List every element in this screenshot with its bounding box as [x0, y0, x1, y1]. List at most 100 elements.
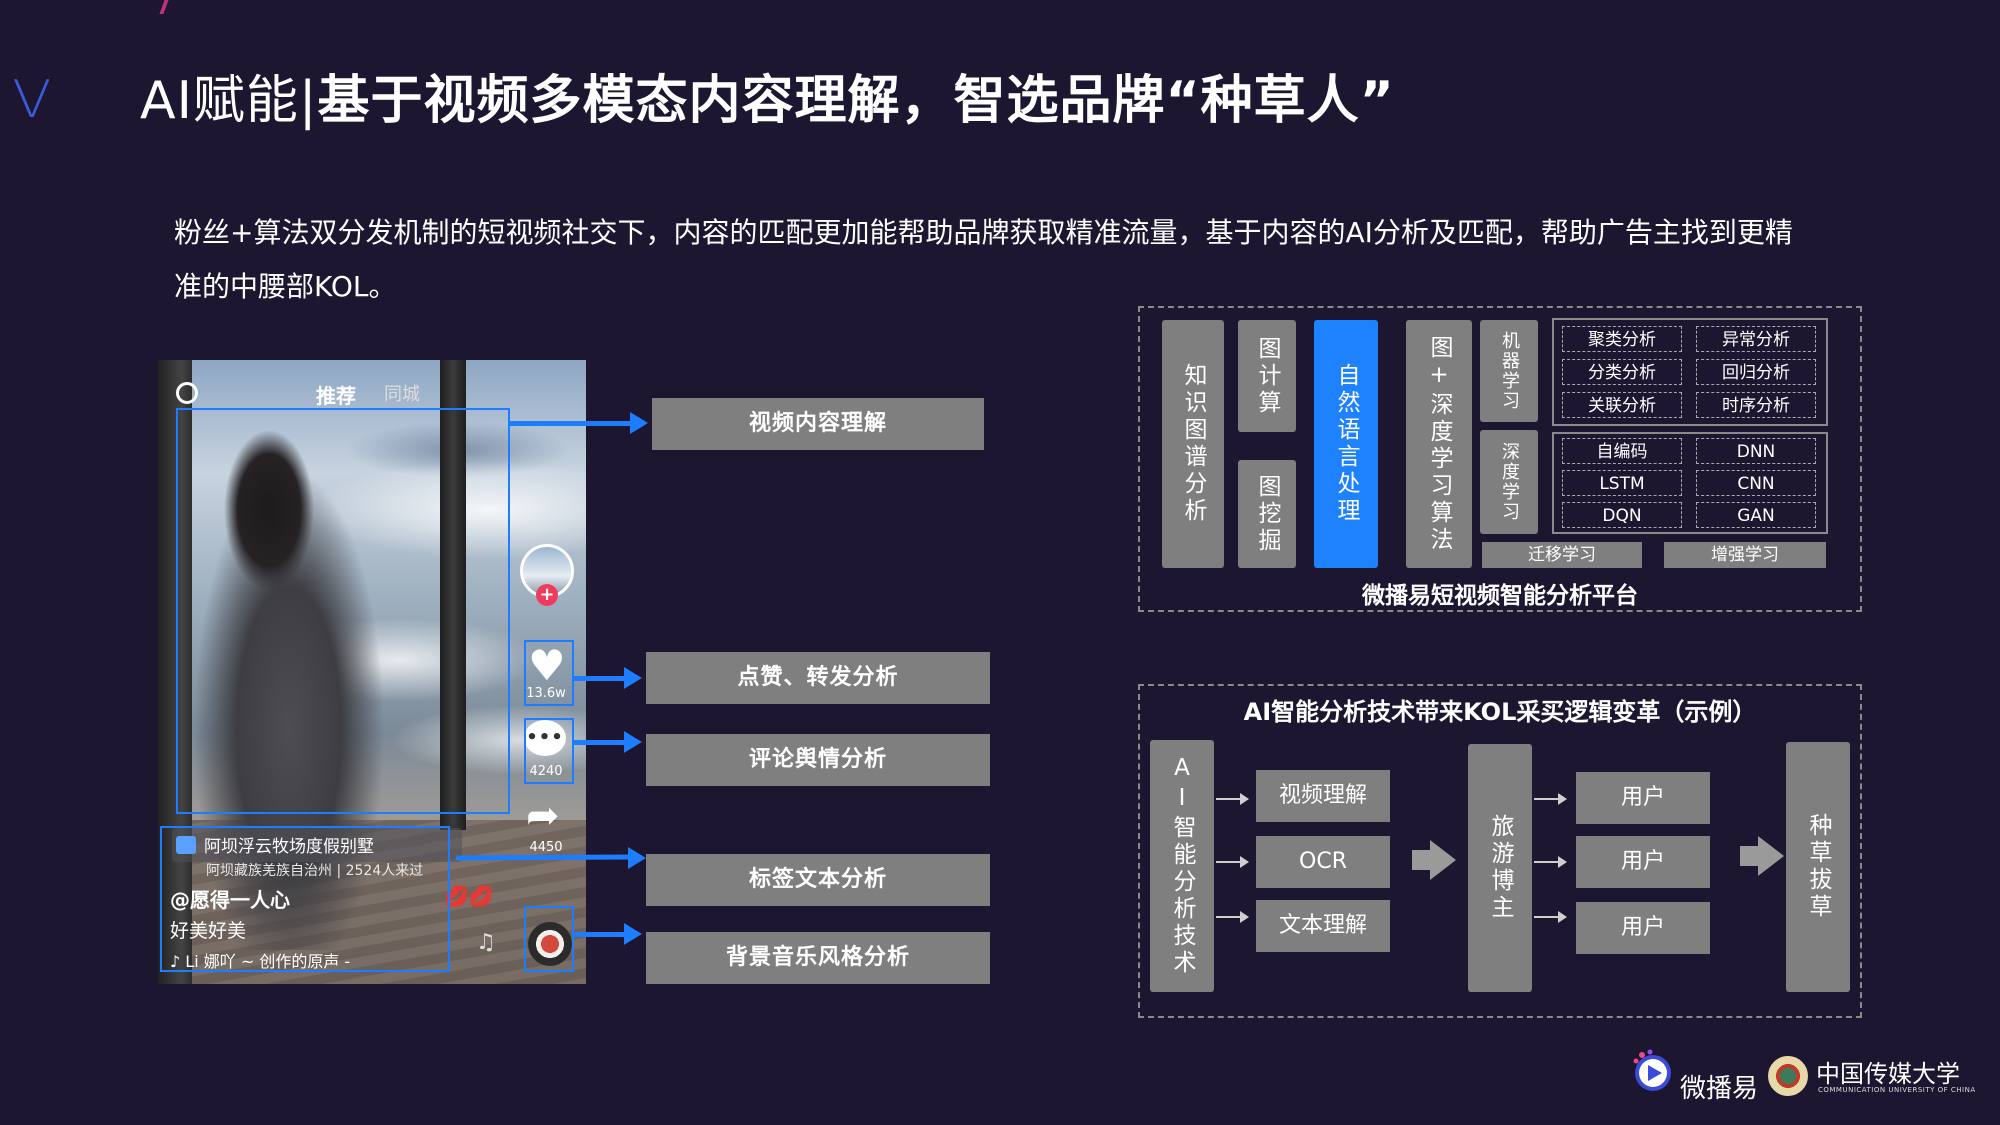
user-block: 用户	[1576, 772, 1710, 824]
follow-plus-icon[interactable]: +	[536, 584, 558, 606]
label-like-share-analysis: 点赞、转发分析	[646, 652, 990, 704]
platform-title: 微播易短视频智能分析平台	[1362, 583, 1638, 609]
search-icon[interactable]	[176, 382, 198, 404]
lips-emoji-icon: 💋💋	[444, 884, 494, 908]
music-region-box	[524, 906, 574, 972]
like-region-box	[524, 640, 574, 706]
heart-icon[interactable]: ♥	[528, 641, 566, 690]
input-video-understanding: 视频理解	[1256, 770, 1390, 822]
arrow-head	[628, 847, 646, 869]
graph-deep-learning-block: 图+深度学习算法	[1406, 320, 1472, 568]
comment-icon[interactable]: •••	[524, 720, 566, 756]
machine-learning-block: 机器学习	[1480, 320, 1538, 422]
arrow-head	[624, 667, 642, 689]
tab-recommend[interactable]: 推荐	[316, 384, 356, 408]
location-name: 阿坝浮云牧场度假别墅	[204, 837, 374, 857]
reinforcement-learning-bar: 增强学习	[1664, 542, 1826, 568]
knowledge-graph-block: 知识图谱分析	[1162, 320, 1224, 568]
small-arrow	[1216, 916, 1242, 918]
ml-method-cell: 异常分析	[1696, 326, 1816, 352]
small-arrow-head	[1558, 793, 1567, 805]
small-arrow-head	[1240, 793, 1249, 805]
dl-methods-frame	[1552, 432, 1828, 534]
flow-arrow-stem	[1412, 850, 1432, 870]
window-frame	[158, 360, 192, 984]
person-hair	[224, 430, 314, 590]
music-disc-icon[interactable]	[528, 922, 572, 966]
graph-compute-block: 图计算	[1238, 320, 1296, 432]
arrow-line	[574, 676, 624, 681]
label-tag-text-analysis: 标签文本分析	[646, 854, 990, 906]
video-caption: 好美好美	[170, 920, 247, 942]
small-arrow-head	[1558, 911, 1567, 923]
arrow-line	[455, 854, 629, 861]
transfer-learning-bar: 迁移学习	[1482, 542, 1642, 568]
text-region-box	[160, 826, 450, 972]
small-arrow-head	[1558, 856, 1567, 868]
username[interactable]: @愿得一人心	[170, 888, 290, 912]
share-count: 4450	[529, 840, 563, 855]
cuc-emblem-icon	[1768, 1056, 1808, 1096]
ml-method-cell: 分类分析	[1562, 359, 1682, 385]
arrow-head	[624, 731, 642, 753]
ml-method-cell: 时序分析	[1696, 392, 1816, 418]
flow-arrow	[1430, 840, 1456, 880]
small-arrow-head	[1240, 911, 1249, 923]
cuc-logo-text: 中国传媒大学	[1816, 1060, 1960, 1088]
arrow-head	[624, 923, 642, 945]
avatar[interactable]	[520, 544, 574, 598]
location-sub: 阿坝藏族羌族自治州 | 2524人来过	[206, 863, 424, 879]
dl-method-cell: GAN	[1696, 502, 1816, 528]
arrow-line	[574, 932, 624, 937]
arrow-head	[630, 412, 648, 434]
music-note-icon: ♫	[476, 930, 496, 955]
user-block: 用户	[1576, 902, 1710, 954]
like-count: 13.6w	[526, 686, 566, 701]
ml-method-cell: 关联分析	[1562, 392, 1682, 418]
intro-paragraph: 粉丝+算法双分发机制的短视频社交下，内容的匹配更加能帮助品牌获取精准流量，基于内…	[174, 206, 1874, 314]
video-region-box	[176, 408, 510, 814]
comment-region-box	[524, 718, 574, 784]
input-text-understanding: 文本理解	[1256, 900, 1390, 952]
label-music-style-analysis: 背景音乐风格分析	[646, 932, 990, 984]
kol-panel	[1138, 684, 1862, 1018]
kol-title: AI智能分析技术带来KOL采买逻辑变革（示例）	[1243, 698, 1757, 726]
small-arrow	[1534, 861, 1560, 863]
title-prefix: AI赋能|	[140, 71, 318, 131]
hotel-icon	[176, 836, 196, 854]
small-arrow-head	[1240, 856, 1249, 868]
ml-method-cell: 回归分析	[1696, 359, 1816, 385]
label-comment-analysis: 评论舆情分析	[646, 734, 990, 786]
small-arrow	[1216, 861, 1242, 863]
arrow-line	[574, 740, 624, 745]
small-arrow	[1534, 916, 1560, 918]
input-ocr: OCR	[1256, 836, 1390, 888]
user-block: 用户	[1576, 836, 1710, 888]
flow-arrow-stem	[1740, 846, 1760, 866]
location-tag[interactable]	[172, 828, 462, 862]
graph-mining-block: 图挖掘	[1238, 460, 1296, 568]
share-icon[interactable]: ➦	[526, 793, 560, 839]
cuc-logo-subtext: COMMUNICATION UNIVERSITY OF CHINA	[1818, 1086, 1976, 1094]
dl-method-cell: LSTM	[1562, 470, 1682, 496]
window-frame	[440, 360, 466, 830]
intro-line-1: 粉丝+算法双分发机制的短视频社交下，内容的匹配更加能帮助品牌获取精准流量，基于内…	[174, 216, 1793, 249]
ml-method-cell: 聚类分析	[1562, 326, 1682, 352]
dl-method-cell: DNN	[1696, 438, 1816, 464]
weiboyi-logo-text: 微播易	[1680, 1074, 1759, 1104]
dl-method-cell: CNN	[1696, 470, 1816, 496]
dl-method-cell: DQN	[1562, 502, 1682, 528]
tab-local[interactable]: 同城	[384, 384, 420, 405]
comment-count: 4240	[529, 764, 563, 779]
corner-v-decoration: V	[12, 70, 52, 130]
deep-learning-block: 深度学习	[1480, 430, 1538, 534]
small-arrow	[1534, 798, 1560, 800]
intro-line-2: 准的中腰部KOL。	[174, 270, 397, 303]
travel-blogger-block: 旅游博主	[1468, 744, 1532, 992]
title-main: 基于视频多模态内容理解，智选品牌“种草人”	[317, 71, 1395, 131]
video-screenshot: 推荐 同城 + ♥ 13.6w ••• 4240 ➦ 4450 阿坝浮云牧场度假…	[158, 360, 586, 984]
seed-conversion-block: 种草拔草	[1786, 742, 1850, 992]
music-credit[interactable]: ♪ Li 娜吖 ~ 创作的原声 -	[170, 952, 351, 971]
corner-accent	[159, 0, 169, 14]
flow-arrow	[1758, 836, 1784, 876]
